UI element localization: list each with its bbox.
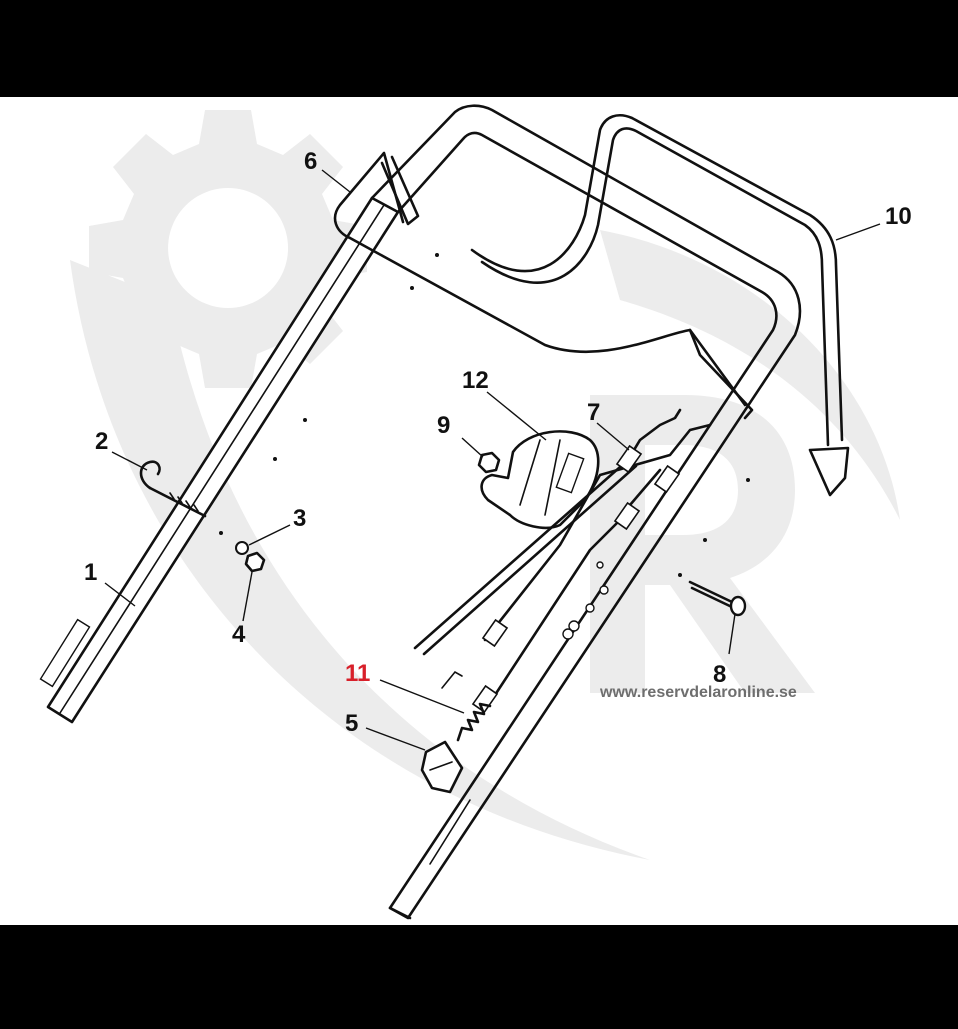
leader-1	[104, 582, 136, 607]
callout-7: 7	[587, 399, 600, 426]
part-3-washer	[235, 541, 249, 555]
part-upper-handle-loop	[370, 104, 802, 920]
leader-9	[461, 437, 484, 458]
part-4-nut	[244, 551, 266, 573]
leader-5	[365, 727, 426, 751]
part-7-cables	[413, 408, 712, 714]
watermark-url: www.reservdelaronline.se	[599, 684, 797, 701]
part-2-hook-bolt	[139, 460, 207, 518]
callout-11: 11	[345, 660, 370, 687]
callout-5: 5	[345, 710, 358, 737]
leader-7	[596, 422, 630, 451]
watermark-letter-r	[590, 395, 815, 693]
leader-6	[321, 169, 351, 193]
part-11-spring	[456, 702, 492, 742]
leader-10	[835, 223, 881, 241]
watermark-swoosh-right	[600, 230, 900, 520]
part-10-bail-bar	[470, 114, 850, 497]
part-5-cable-clip	[420, 740, 464, 794]
callout-2: 2	[95, 428, 108, 455]
callout-10: 10	[885, 203, 912, 230]
leader-2	[111, 451, 148, 471]
callout-labels: 1 2 3 4 5 6 7 8 9 10 11 12	[84, 148, 912, 737]
callout-3: 3	[293, 505, 306, 532]
leader-8	[728, 613, 736, 655]
leader-11	[379, 679, 465, 714]
leader-3	[248, 524, 291, 546]
part-6-cable-guide-rod	[333, 151, 754, 420]
callout-9: 9	[437, 412, 450, 439]
callout-8: 8	[713, 661, 726, 688]
part-9-nut	[477, 451, 501, 474]
callout-4: 4	[232, 621, 246, 648]
bottom-frame-band	[0, 925, 958, 1024]
leader-4	[242, 571, 253, 622]
callout-12: 12	[462, 367, 489, 394]
part-8-bolt	[688, 580, 747, 617]
part-1-lower-handle-left	[39, 196, 439, 724]
watermark-swoosh	[70, 260, 650, 860]
part-12-control-box	[480, 430, 600, 530]
leader-12	[486, 391, 547, 441]
top-frame-band	[0, 0, 958, 97]
leader-lines	[104, 169, 881, 751]
callout-1: 1	[84, 559, 97, 586]
callout-6: 6	[304, 148, 317, 175]
